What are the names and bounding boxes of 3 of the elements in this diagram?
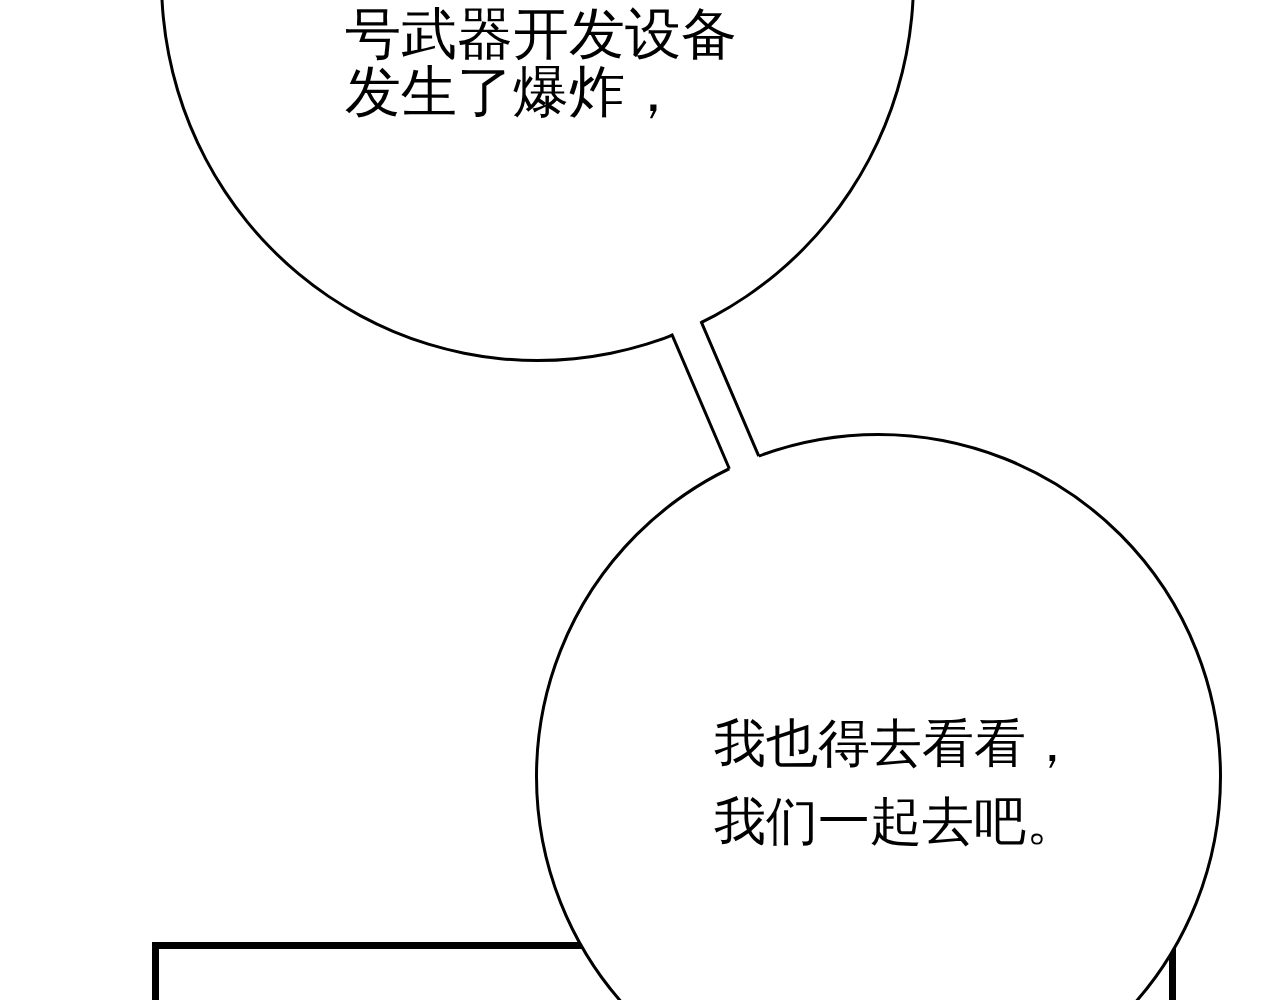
speech-text: 我也得去看看，我们一起去吧。	[714, 712, 1079, 853]
bubble-tail	[670, 319, 761, 471]
speech-text: 号武器开发设备发生了爆炸，	[345, 5, 738, 121]
